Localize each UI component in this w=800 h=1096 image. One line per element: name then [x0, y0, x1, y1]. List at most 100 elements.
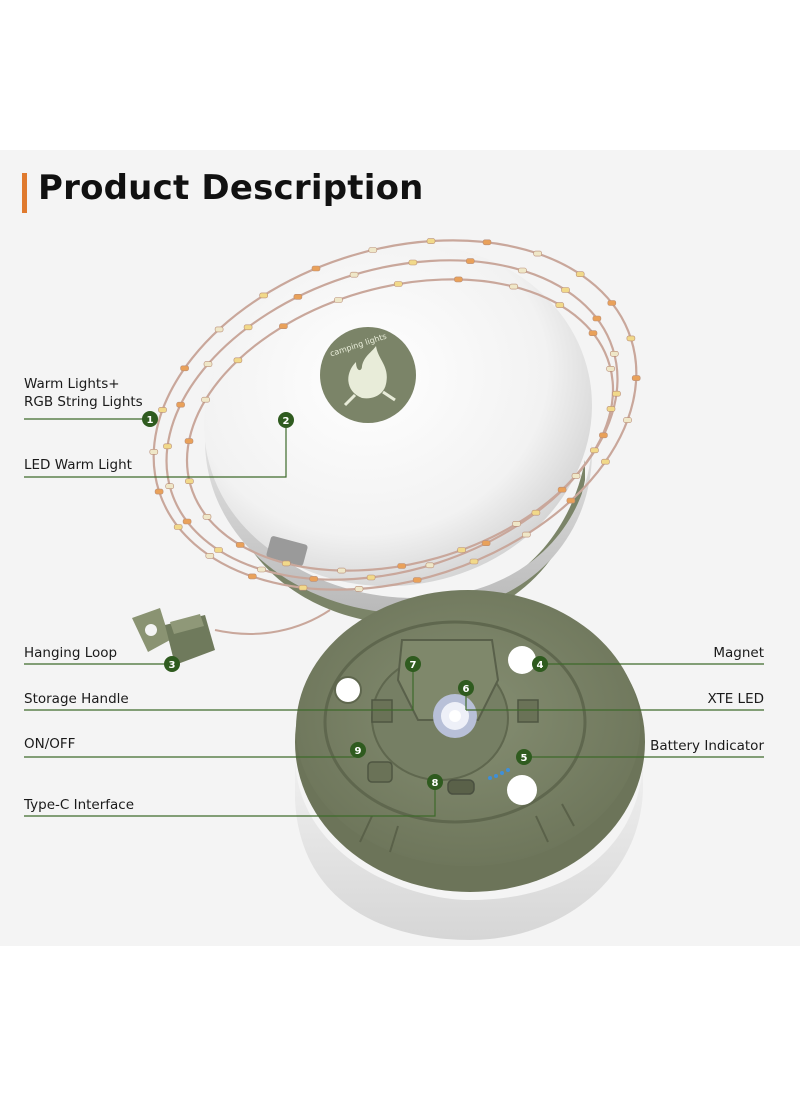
string-light-bulb [334, 297, 343, 303]
string-light-bulb [368, 247, 378, 253]
string-light-bulb [426, 238, 436, 244]
string-light-bulb [533, 250, 543, 257]
string-light-bulb [606, 406, 616, 412]
string-light-bulb [214, 326, 224, 333]
string-light-bulb [481, 540, 491, 547]
string-light-bulbs [149, 238, 641, 592]
svg-text:6: 6 [463, 684, 470, 695]
string-light-bulb [298, 584, 308, 591]
string-light-bulb [612, 390, 621, 397]
string-light-bulb [311, 265, 321, 272]
string-light-bulb [631, 375, 641, 381]
label-battery-indicator: Battery Indicator [650, 738, 764, 754]
string-light-bulb [408, 259, 418, 266]
string-light-bulb [607, 300, 617, 306]
string-light-bulb [606, 365, 615, 372]
string-light-bulb [149, 449, 159, 455]
string-light-bulb [309, 576, 319, 582]
base-white-side [295, 760, 643, 940]
string-light-bulb [588, 330, 598, 337]
badge-2: 2 [278, 412, 294, 428]
string-light-bulb [366, 574, 376, 581]
label-xte-led: XTE LED [707, 691, 764, 707]
string-light-bulb [202, 513, 212, 520]
string-light-bulb [349, 271, 359, 278]
string-light-bulb [601, 458, 610, 465]
svg-text:5: 5 [521, 753, 528, 764]
string-light-bulb [201, 396, 210, 403]
base-hole [334, 676, 362, 704]
label-line-warm-lights: Warm Lights+ [24, 376, 120, 392]
string-light-bulb [609, 350, 619, 357]
dome-top [204, 243, 592, 587]
string-light-bulb [259, 292, 269, 299]
string-light-bulb [518, 267, 527, 274]
string-light-bulb [531, 509, 541, 516]
string-light-bulb [555, 302, 565, 308]
string-light-bulb [521, 531, 531, 538]
svg-text:3: 3 [169, 660, 176, 671]
string-light-bulb [279, 323, 288, 330]
string-light-bulb [575, 271, 585, 278]
string-light-bulb [454, 276, 463, 283]
string-light-bulb [257, 566, 266, 573]
string-light-bulb [158, 407, 167, 413]
string-light-bulb [233, 357, 243, 364]
dome-side-port [266, 536, 308, 566]
string-light-bulb [425, 562, 435, 569]
label-hanging-loop: Hanging Loop [24, 645, 118, 661]
label-line-rgb-string-lights: RGB String Lights [24, 394, 143, 410]
leader-lines [24, 418, 764, 817]
string-light-bulb [163, 443, 172, 450]
string-light-bulb [184, 438, 194, 444]
label-storage-handle: Storage Handle [24, 691, 129, 707]
string-light-bulb [412, 577, 422, 583]
label-warm-rgb-string-lights: Warm Lights+ RGB String Lights [24, 375, 143, 411]
label-led-warm-light: LED Warm Light [24, 457, 132, 473]
string-light-bulb [465, 258, 475, 264]
string-light-bulb [623, 417, 632, 423]
string-light-bulb [557, 486, 567, 493]
string-light-bulb [512, 520, 521, 527]
string-light-bulb [590, 447, 599, 454]
svg-text:9: 9 [355, 746, 362, 757]
badge-3: 3 [164, 656, 180, 672]
label-magnet: Magnet [713, 645, 764, 661]
string-light-bulb [185, 478, 194, 485]
string-light-bulb [293, 293, 303, 300]
string-light-bulb [243, 324, 253, 331]
lamp-base-unit [295, 590, 645, 940]
storage-handle [396, 639, 500, 721]
on-off-button[interactable] [367, 761, 393, 783]
string-light-bulb [235, 542, 245, 548]
callout-badges: 1 2 3 4 5 6 7 8 9 [142, 411, 548, 790]
svg-text:4: 4 [537, 660, 544, 671]
string-light-bulb [205, 552, 215, 559]
string-light-bulb [592, 315, 602, 322]
hanging-loop-clip [132, 608, 215, 665]
string-light-bulb [457, 547, 466, 553]
page-title: Product Description [38, 168, 424, 208]
string-light-bulb [571, 473, 581, 479]
magnet-lower [507, 775, 537, 805]
string-light-bulb [509, 283, 519, 290]
svg-text:2: 2 [283, 416, 290, 427]
lamp-top-unit: camping lights [204, 243, 592, 626]
label-on-off: ON/OFF [24, 736, 76, 752]
base-inner-ring [323, 620, 587, 824]
string-light-bulb [173, 524, 183, 530]
badge-6: 6 [458, 680, 474, 696]
string-light-bulb [337, 567, 346, 574]
string-light-bulb [354, 586, 364, 592]
string-light-bulb [154, 488, 164, 495]
badge-4: 4 [532, 656, 548, 672]
title-accent-bar [22, 173, 27, 213]
svg-text:8: 8 [432, 778, 439, 789]
badge-8: 8 [427, 774, 443, 790]
string-light-bulb [180, 365, 189, 372]
string-light-bulb [165, 483, 174, 490]
battery-indicator-dots [488, 768, 510, 780]
string-light-bulb [176, 401, 185, 408]
label-type-c-interface: Type-C Interface [24, 797, 135, 813]
string-light-bulb [566, 497, 576, 504]
